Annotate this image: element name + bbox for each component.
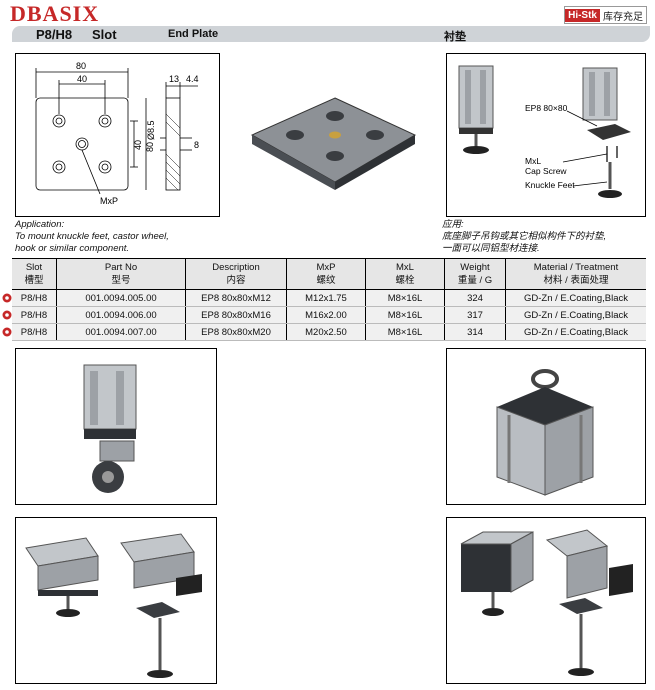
dim-13: 13 xyxy=(169,74,179,84)
stock-flower-icon xyxy=(2,327,12,337)
dim-4-4: 4.4 xyxy=(186,74,199,84)
dim-80-top: 80 xyxy=(76,61,86,71)
cell-part-no: 001.0094.007.00 xyxy=(56,323,186,341)
cell-material: GD-Zn / E.Coating,Black xyxy=(505,323,646,341)
application-en-line-1: To mount knuckle feet, castor wheel, xyxy=(15,231,169,242)
cell-material: GD-Zn / E.Coating,Black xyxy=(505,306,646,324)
table-row: P8/H8 001.0094.007.00 EP8 80x80xM20 M20x… xyxy=(12,323,646,341)
stock-badge: Hi-Stk 库存充足 xyxy=(564,6,647,24)
dimension-drawing: 80 40 13 4.4 Ø8.5 40 80 8 MxP xyxy=(35,61,199,206)
badge-label-en: Hi-Stk xyxy=(565,8,600,22)
title-bar: P8/H8 Slot End Plate 衬垫 xyxy=(12,26,650,43)
dim-8: 8 xyxy=(194,140,199,150)
label-cap-screw: Cap Screw xyxy=(525,166,567,176)
stock-flower-icon xyxy=(2,310,12,320)
cell-weight: 317 xyxy=(444,306,506,324)
cell-mxp: M16x2.00 xyxy=(286,306,366,324)
application-cn: 应用: 底座脚子吊钩或其它相似构件下的衬垫, 一面可以同铝型材连接. xyxy=(442,219,606,255)
application-en: Application: To mount knuckle feet, cast… xyxy=(15,219,169,255)
dim-40-side: 40 xyxy=(133,140,143,150)
cell-mxp: M20x2.50 xyxy=(286,323,366,341)
stock-flower-icon xyxy=(2,293,12,303)
cell-mxp: M12x1.75 xyxy=(286,289,366,307)
dim-80-side: 80 xyxy=(145,142,155,152)
eye-bolt-illustration xyxy=(446,348,646,505)
badge-label-cn: 库存充足 xyxy=(603,11,643,23)
end-plate-render xyxy=(250,97,417,190)
cell-material: GD-Zn / E.Coating,Black xyxy=(505,289,646,307)
cell-mxl: M8×16L xyxy=(365,306,445,324)
cell-description: EP8 80x80xM20 xyxy=(185,323,287,341)
cell-weight: 314 xyxy=(444,323,506,341)
table-row: P8/H8 001.0094.005.00 EP8 80x80xM12 M12x… xyxy=(12,289,646,307)
cell-slot: P8/H8 xyxy=(12,289,57,307)
assembly-drawing: EP8 80×80 MxL Cap Screw Knuckle Feet xyxy=(458,65,631,198)
cell-mxl: M8×16L xyxy=(365,323,445,341)
cell-part-no: 001.0094.005.00 xyxy=(56,289,186,307)
technical-drawing: 80 40 13 4.4 Ø8.5 40 80 8 MxP xyxy=(15,53,220,217)
product-name-cn: 衬垫 xyxy=(444,31,466,43)
brand-logo: DBASIX xyxy=(10,1,100,26)
application-cn-line-1: 底座脚子吊钩或其它相似构件下的衬垫, xyxy=(442,231,607,242)
cell-description: EP8 80x80xM16 xyxy=(185,306,287,324)
application-en-title: Application: xyxy=(15,219,65,230)
eye-bolt-drawing xyxy=(496,369,594,496)
cell-slot: P8/H8 xyxy=(12,306,57,324)
exploded-drawing-left xyxy=(25,533,202,678)
cell-part-no: 001.0094.006.00 xyxy=(56,306,186,324)
exploded-view-left xyxy=(15,517,217,684)
label-mxl: MxL xyxy=(525,156,541,166)
thread-label: MxP xyxy=(100,196,118,206)
table-row: P8/H8 001.0094.006.00 EP8 80x80xM16 M16x… xyxy=(12,306,646,324)
assembly-illustration: EP8 80×80 MxL Cap Screw Knuckle Feet xyxy=(446,53,646,217)
label-end-plate: EP8 80×80 xyxy=(525,103,568,113)
slot-label: Slot xyxy=(92,27,117,42)
dim-diameter: Ø8.5 xyxy=(146,120,156,140)
product-name: End Plate xyxy=(168,28,219,40)
dim-40-top: 40 xyxy=(77,74,87,84)
castor-wheel-illustration xyxy=(15,348,217,505)
application-cn-line-2: 一面可以同铝型材连接. xyxy=(442,243,540,254)
application-cn-title: 应用: xyxy=(442,219,464,230)
application-en-line-2: hook or similar component. xyxy=(15,243,130,254)
castor-wheel-drawing xyxy=(83,364,137,493)
cell-weight: 324 xyxy=(444,289,506,307)
slot-value: P8/H8 xyxy=(36,27,73,42)
cell-description: EP8 80x80xM12 xyxy=(185,289,287,307)
cell-mxl: M8×16L xyxy=(365,289,445,307)
label-knuckle-feet: Knuckle Feet xyxy=(525,180,575,190)
exploded-view-right xyxy=(446,517,646,684)
exploded-drawing-right xyxy=(460,529,633,676)
cell-slot: P8/H8 xyxy=(12,323,57,341)
